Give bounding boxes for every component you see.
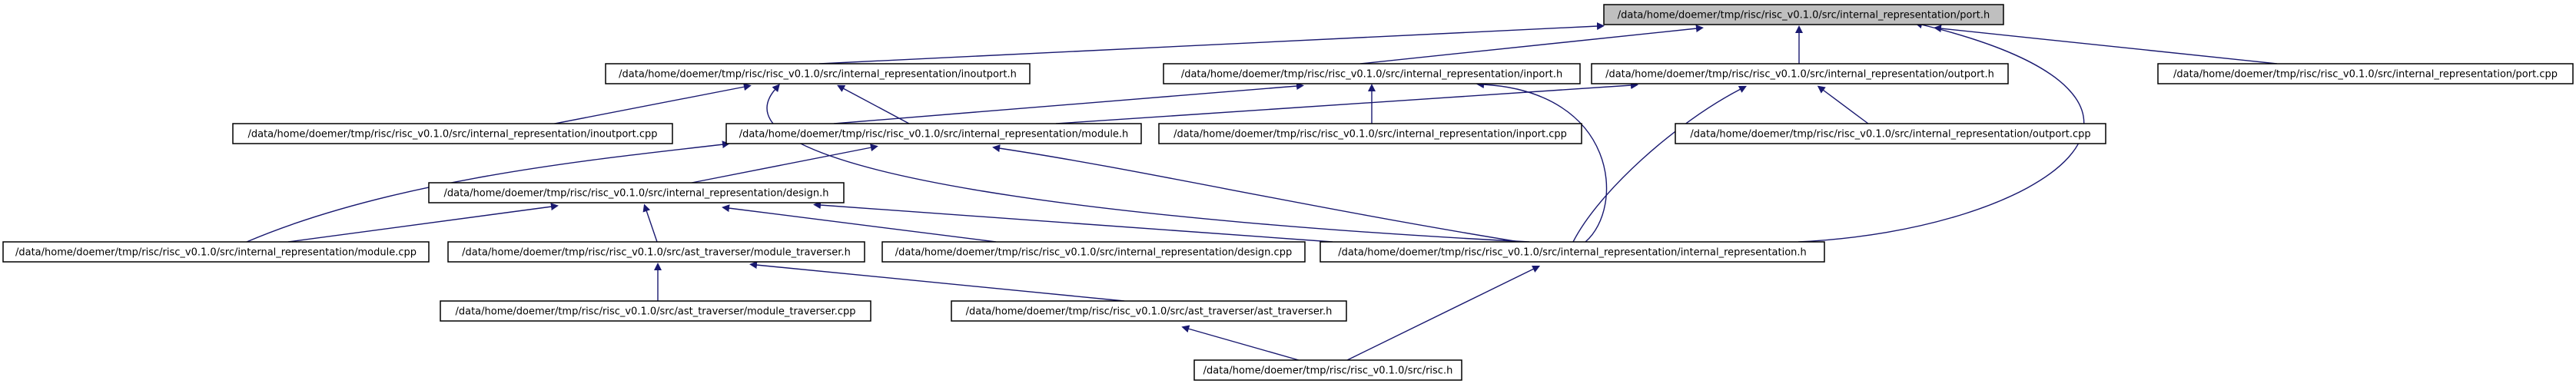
node-box: [440, 300, 871, 322]
edge-design_h-to-module_cpp: [287, 203, 559, 243]
edge-inoutport_h-to-module_h: [837, 84, 910, 124]
edge-design_h-to-design_cpp: [722, 204, 997, 243]
node-label: /data/home/doemer/tmp/risc/risc_v0.1.0/s…: [1605, 69, 1994, 81]
node-inoutport-h[interactable]: /data/home/doemer/tmp/risc/risc_v0.1.0/s…: [605, 63, 1031, 84]
node-box: [951, 300, 1347, 322]
node-box: [2, 241, 430, 263]
edge-design_h-to-module_traverser_h: [642, 203, 658, 243]
node-outport-h[interactable]: /data/home/doemer/tmp/risc/risc_v0.1.0/s…: [1591, 63, 2009, 84]
edge-internal_representation_h-to-risc_h: [1346, 265, 1541, 361]
node-port-h[interactable]: /data/home/doemer/tmp/risc/risc_v0.1.0/s…: [1603, 4, 2004, 25]
edge-design_h-to-internal_representation_h: [813, 201, 1333, 243]
edge-outport_h-to-module_h: [1055, 81, 1638, 124]
edge-port_h-to-port_cpp: [1934, 25, 2278, 64]
node-box: [428, 182, 845, 203]
node-box: [881, 241, 1306, 263]
node-label: /data/home/doemer/tmp/risc/risc_v0.1.0/s…: [1338, 247, 1807, 259]
node-module-traverser-h[interactable]: /data/home/doemer/tmp/risc/risc_v0.1.0/s…: [447, 241, 865, 263]
edge-module_h-to-module_cpp: [246, 141, 730, 243]
node-box: [725, 123, 1142, 144]
node-internal-representation-h[interactable]: /data/home/doemer/tmp/risc/risc_v0.1.0/s…: [1320, 241, 1825, 263]
node-module-cpp[interactable]: /data/home/doemer/tmp/risc/risc_v0.1.0/s…: [2, 241, 430, 263]
edge-module_traverser_h-to-ast_traverser_h: [749, 261, 1125, 302]
node-label: /data/home/doemer/tmp/risc/risc_v0.1.0/s…: [966, 306, 1333, 318]
node-outport-cpp[interactable]: /data/home/doemer/tmp/risc/risc_v0.1.0/s…: [1675, 123, 2106, 144]
node-inoutport-cpp[interactable]: /data/home/doemer/tmp/risc/risc_v0.1.0/s…: [232, 123, 673, 144]
edge-module_h-to-design_h: [691, 144, 878, 184]
nodes-layer: /data/home/doemer/tmp/risc/risc_v0.1.0/s…: [2, 4, 2574, 381]
node-box: [1193, 359, 1462, 381]
edge-port_h-to-internal_representation_h: [1798, 21, 2085, 243]
edge-inoutport_h-to-internal_representation_h: [766, 84, 1530, 243]
edge-port_h-to-inoutport_h: [818, 22, 1605, 64]
node-design-cpp[interactable]: /data/home/doemer/tmp/risc/risc_v0.1.0/s…: [881, 241, 1306, 263]
node-box: [1320, 241, 1825, 263]
node-box: [1603, 4, 2004, 25]
node-module-h[interactable]: /data/home/doemer/tmp/risc/risc_v0.1.0/s…: [725, 123, 1142, 144]
node-port-cpp[interactable]: /data/home/doemer/tmp/risc/risc_v0.1.0/s…: [2157, 63, 2574, 84]
node-label: /data/home/doemer/tmp/risc/risc_v0.1.0/s…: [895, 247, 1292, 259]
node-label: /data/home/doemer/tmp/risc/risc_v0.1.0/s…: [2173, 69, 2558, 81]
node-inport-cpp[interactable]: /data/home/doemer/tmp/risc/risc_v0.1.0/s…: [1158, 123, 1582, 144]
node-label: /data/home/doemer/tmp/risc/risc_v0.1.0/s…: [1181, 69, 1562, 81]
node-box: [1158, 123, 1582, 144]
node-ast-traverser-h[interactable]: /data/home/doemer/tmp/risc/risc_v0.1.0/s…: [951, 300, 1347, 322]
edge-outport_h-to-outport_cpp: [1817, 85, 1869, 124]
node-box: [232, 123, 673, 144]
node-box: [1675, 123, 2106, 144]
edge-ast_traverser_h-to-risc_h: [1181, 325, 1300, 361]
node-label: /data/home/doemer/tmp/risc/risc_v0.1.0/s…: [619, 69, 1017, 81]
node-box: [447, 241, 865, 263]
edge-port_h-to-inport_h: [1359, 25, 1704, 64]
edge-inport_h-to-internal_representation_h: [1476, 81, 1608, 243]
node-label: /data/home/doemer/tmp/risc/risc_v0.1.0/s…: [1618, 10, 1990, 22]
node-label: /data/home/doemer/tmp/risc/risc_v0.1.0/s…: [739, 129, 1129, 141]
node-box: [605, 63, 1031, 84]
node-label: /data/home/doemer/tmp/risc/risc_v0.1.0/s…: [1690, 129, 2090, 141]
node-label: /data/home/doemer/tmp/risc/risc_v0.1.0/s…: [247, 129, 657, 141]
edge-outport_h-to-internal_representation_h: [1572, 85, 1747, 243]
node-label: /data/home/doemer/tmp/risc/risc_v0.1.0/s…: [1203, 366, 1453, 377]
node-risc-h[interactable]: /data/home/doemer/tmp/risc/risc_v0.1.0/s…: [1193, 359, 1462, 381]
node-design-h[interactable]: /data/home/doemer/tmp/risc/risc_v0.1.0/s…: [428, 182, 845, 203]
node-label: /data/home/doemer/tmp/risc/risc_v0.1.0/s…: [455, 306, 855, 318]
node-label: /data/home/doemer/tmp/risc/risc_v0.1.0/s…: [443, 188, 828, 200]
edge-inport_h-to-module_h: [833, 82, 1304, 124]
node-label: /data/home/doemer/tmp/risc/risc_v0.1.0/s…: [462, 247, 851, 259]
node-box: [1163, 63, 1581, 84]
node-inport-h[interactable]: /data/home/doemer/tmp/risc/risc_v0.1.0/s…: [1163, 63, 1581, 84]
node-label: /data/home/doemer/tmp/risc/risc_v0.1.0/s…: [1173, 129, 1567, 141]
node-label: /data/home/doemer/tmp/risc/risc_v0.1.0/s…: [15, 247, 417, 259]
node-box: [2157, 63, 2574, 84]
edge-module_h-to-internal_representation_h: [992, 144, 1520, 243]
node-module-traverser-cpp[interactable]: /data/home/doemer/tmp/risc/risc_v0.1.0/s…: [440, 300, 871, 322]
node-box: [1591, 63, 2009, 84]
